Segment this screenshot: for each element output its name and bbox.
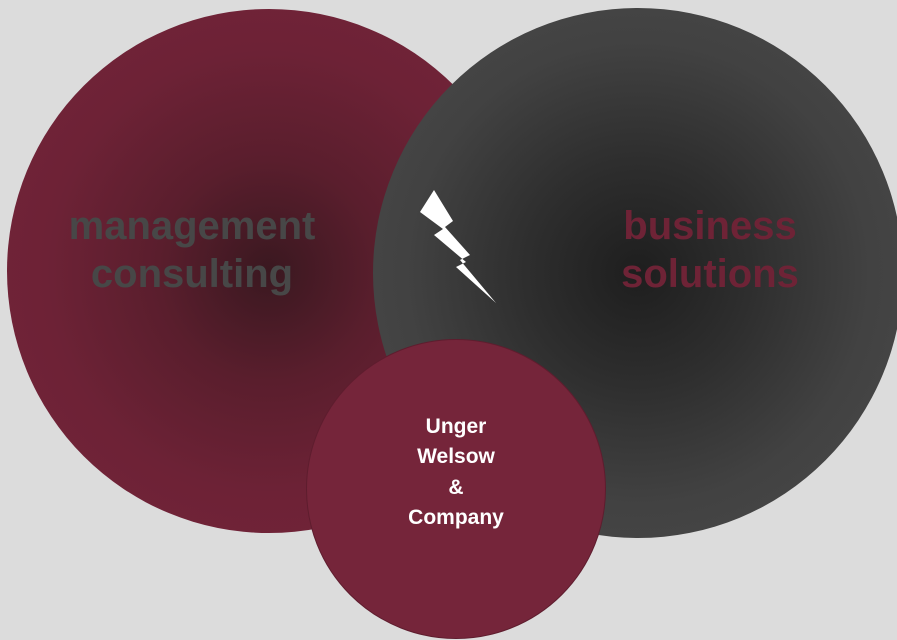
lightning-bolt-icon <box>420 190 496 303</box>
company-circle <box>306 339 606 639</box>
company-label-line-4: Company <box>408 506 504 530</box>
company-label: Unger Welsow & Company <box>356 412 556 534</box>
left-label-line-2: consulting <box>90 252 294 296</box>
right-label-line-2: solutions <box>621 252 799 296</box>
company-label-line-1: Unger <box>425 415 487 438</box>
business-solutions-label: business solutions <box>560 202 860 298</box>
management-consulting-label: management consulting <box>44 202 340 298</box>
right-label-line-1: business <box>623 204 797 248</box>
company-label-line-2: Welsow <box>417 445 495 469</box>
left-label-line-1: management <box>68 204 316 248</box>
company-label-line-3: & <box>448 475 464 499</box>
